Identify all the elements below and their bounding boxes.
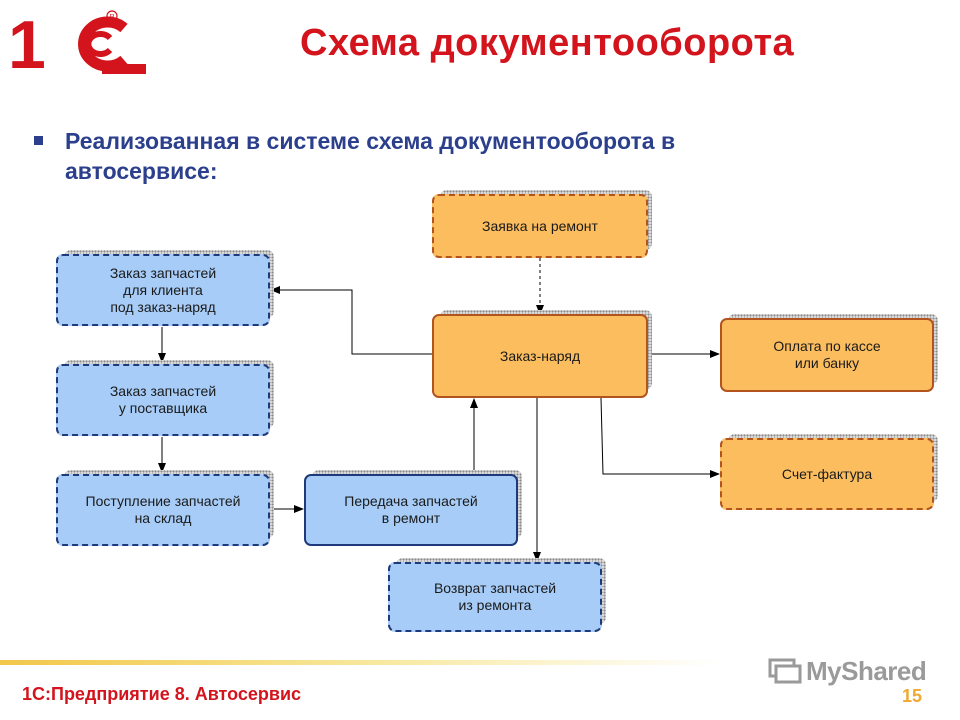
- node-payment: Оплата по кассе или банку: [720, 314, 938, 392]
- node-parts-transfer: Передача запчастей в ремонт: [304, 470, 522, 546]
- slide-subtitle: Реализованная в системе схема документоо…: [65, 128, 676, 184]
- footer-product-name: 1С:Предприятие 8. Автосервис: [22, 684, 302, 704]
- bullet-point: Реализованная в системе схема документоо…: [34, 126, 814, 186]
- myshared-watermark: MyShared: [768, 656, 928, 686]
- node-work-order: Заказ-наряд: [432, 310, 652, 398]
- slide-title: Схема документооборота: [300, 22, 795, 64]
- edge-workorder-to-invoice: [600, 397, 720, 478]
- edge-workorder-to-parts-order: [270, 286, 432, 355]
- node-parts-order-client: Заказ запчастей для клиента под заказ-на…: [56, 250, 274, 326]
- bullet-square-icon: [34, 136, 43, 145]
- svg-text:R: R: [110, 14, 115, 21]
- node-parts-receipt: Поступление запчастей на склад: [56, 470, 274, 546]
- footer-divider: [0, 660, 720, 665]
- node-parts-return: Возврат запчастей из ремонта: [388, 558, 606, 632]
- node-repair-request: Заявка на ремонт: [432, 190, 652, 258]
- node-invoice: Счет-фактура: [720, 434, 938, 510]
- svg-text:1: 1: [8, 8, 46, 76]
- page-number: 15: [902, 686, 923, 706]
- presentation-icon: [768, 658, 802, 684]
- 1c-logo: 1 R: [6, 8, 146, 76]
- node-parts-order-supplier: Заказ запчастей у поставщика: [56, 360, 274, 436]
